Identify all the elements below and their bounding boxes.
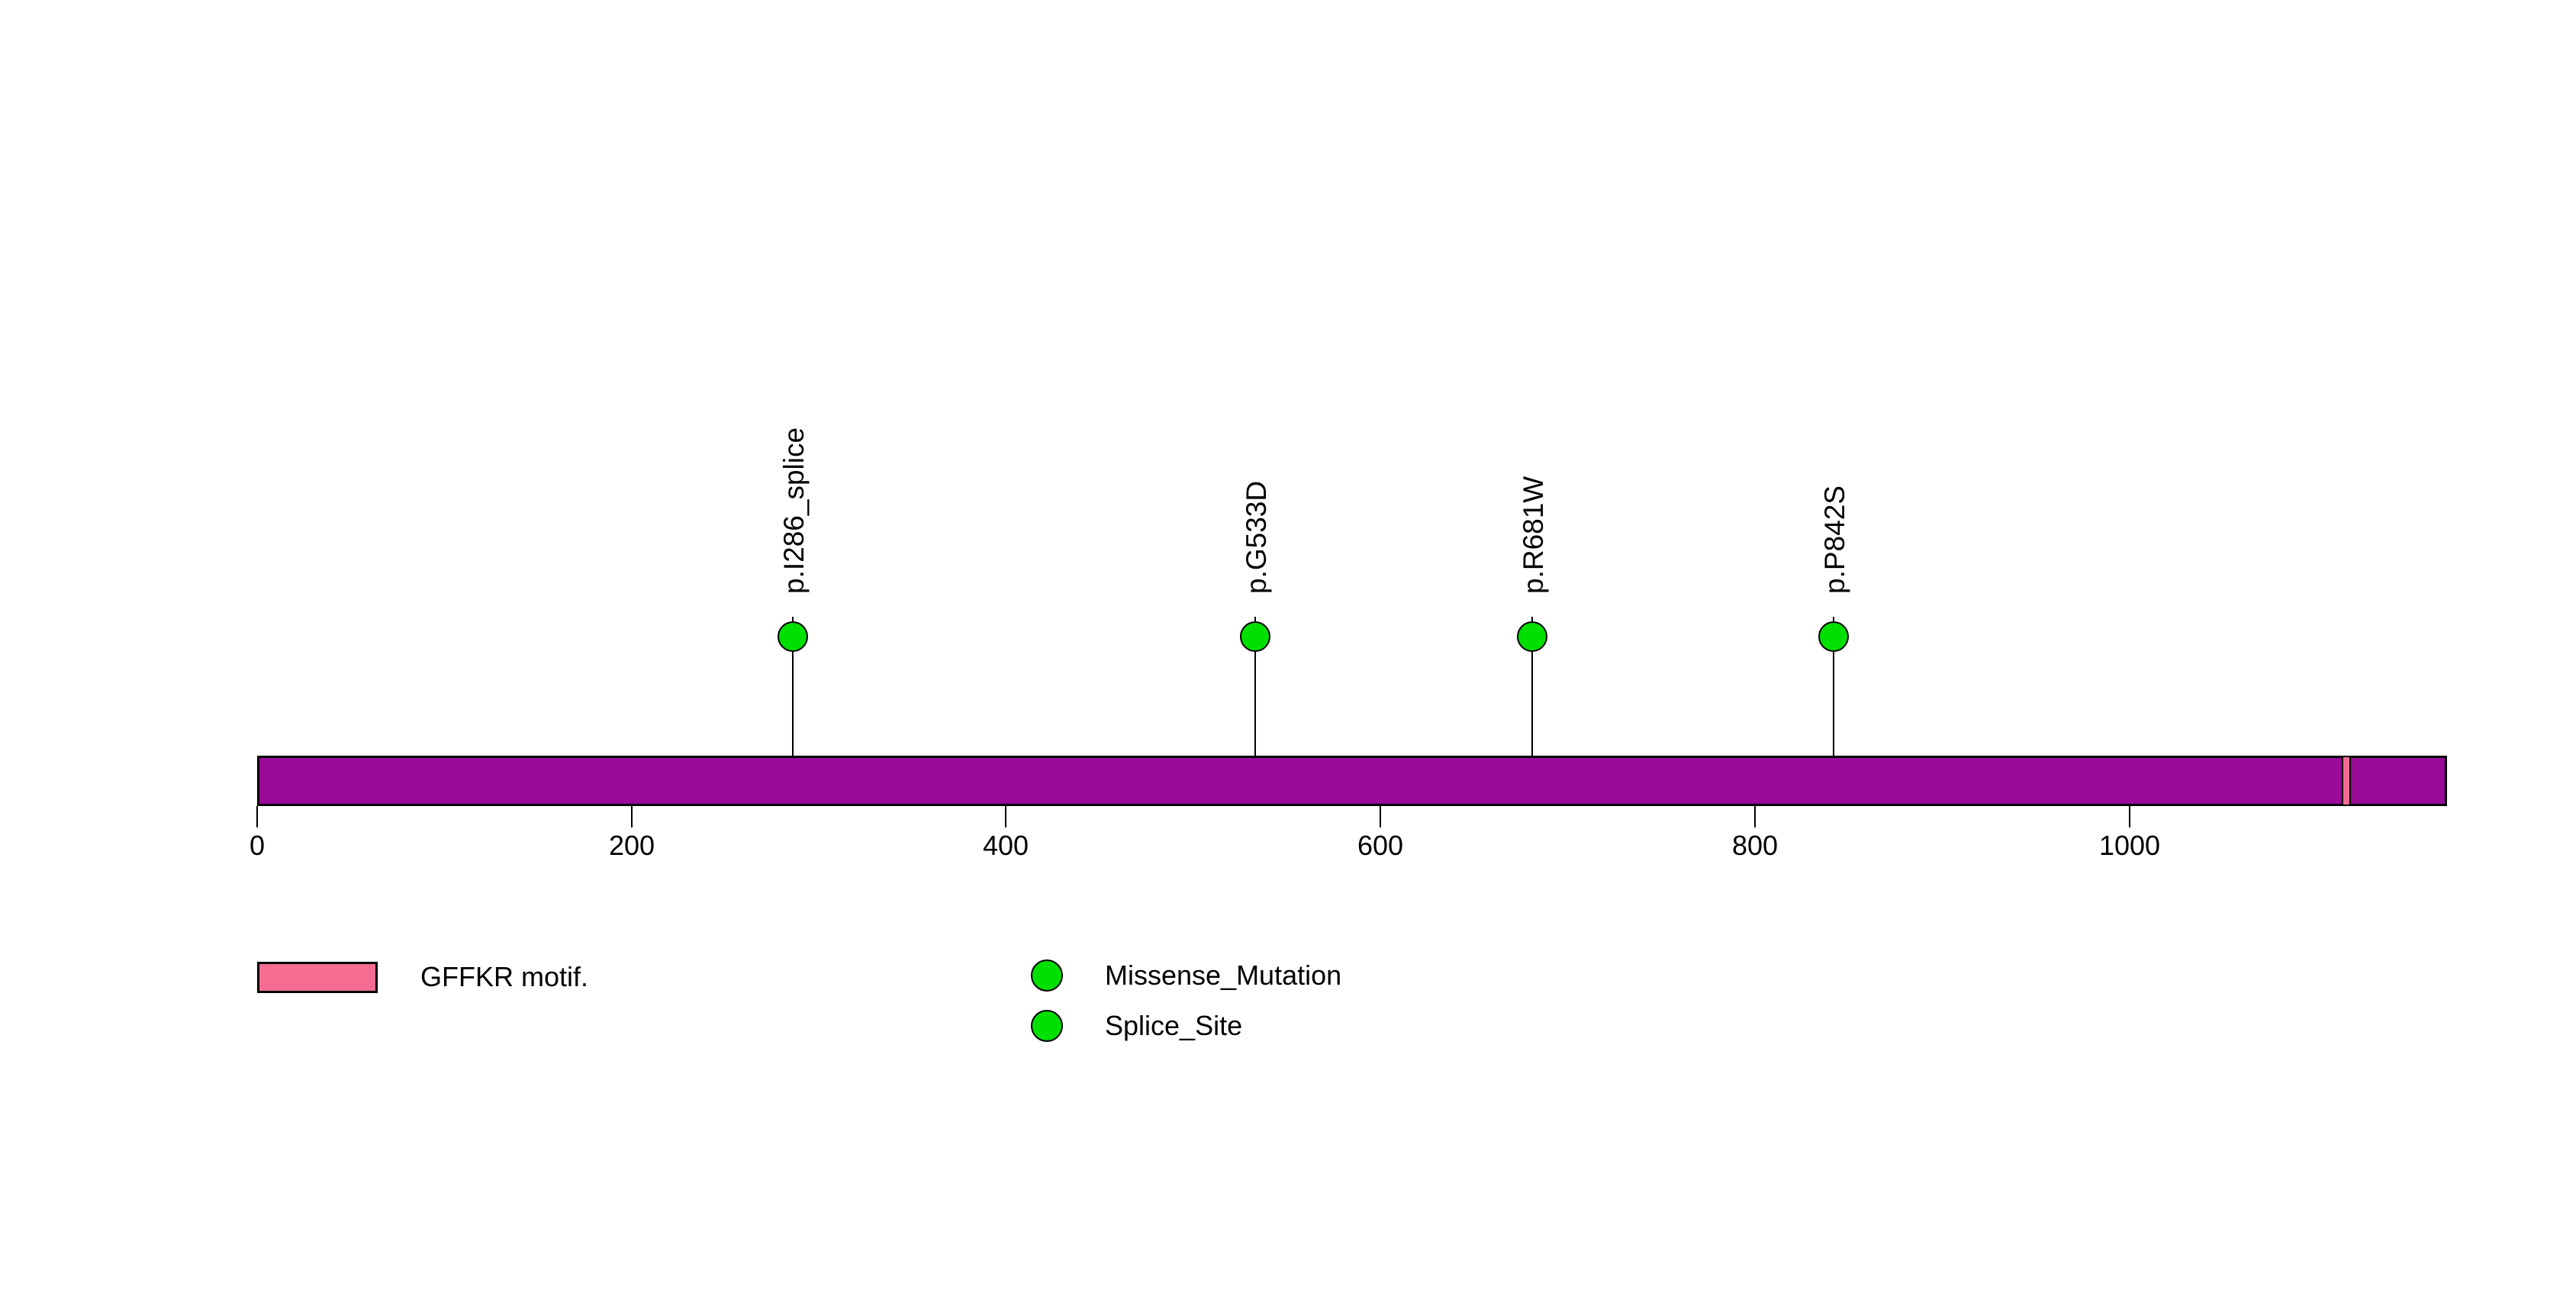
gffkr-motif-band xyxy=(2342,756,2351,806)
legend-label-gffkr-motif: GFFKR motif. xyxy=(420,961,589,992)
legend-label-missense: Missense_Mutation xyxy=(1105,959,1342,991)
legend-swatch-splice-circle xyxy=(1031,1010,1063,1042)
axis-tick xyxy=(1005,806,1006,827)
lollipop-stick xyxy=(1833,617,1834,756)
legend-swatch-missense-circle xyxy=(1031,959,1063,992)
mutation-point-circle xyxy=(1517,621,1547,652)
axis-tick xyxy=(1754,806,1756,827)
axis-tick-label: 200 xyxy=(608,830,655,861)
axis-tick xyxy=(1380,806,1381,827)
lollipop-stick xyxy=(1531,617,1533,756)
axis-tick xyxy=(2129,806,2130,827)
mutation-point-circle xyxy=(1240,621,1270,652)
protein-backbone-bar xyxy=(257,756,2447,806)
mutation-point-circle xyxy=(1818,621,1849,652)
axis-tick-label: 1000 xyxy=(2098,830,2161,861)
legend-swatch-gffkr-motif xyxy=(257,962,378,993)
lollipop-stick xyxy=(792,617,794,756)
axis-tick-label: 600 xyxy=(1357,830,1404,861)
mutation-label: p.P842S xyxy=(1819,485,1850,594)
mutation-label: p.I286_splice xyxy=(778,427,810,594)
axis-tick-label: 0 xyxy=(249,830,266,861)
axis-tick-label: 400 xyxy=(982,830,1029,861)
axis-tick-label: 800 xyxy=(1731,830,1779,861)
axis-tick xyxy=(631,806,633,827)
mutation-label: p.R681W xyxy=(1518,476,1549,594)
mutation-point-circle xyxy=(778,621,808,652)
mutation-label: p.G533D xyxy=(1241,480,1272,594)
axis-tick xyxy=(256,806,258,827)
lollipop-stick xyxy=(1254,617,1256,756)
legend-label-splice: Splice_Site xyxy=(1105,1010,1243,1041)
